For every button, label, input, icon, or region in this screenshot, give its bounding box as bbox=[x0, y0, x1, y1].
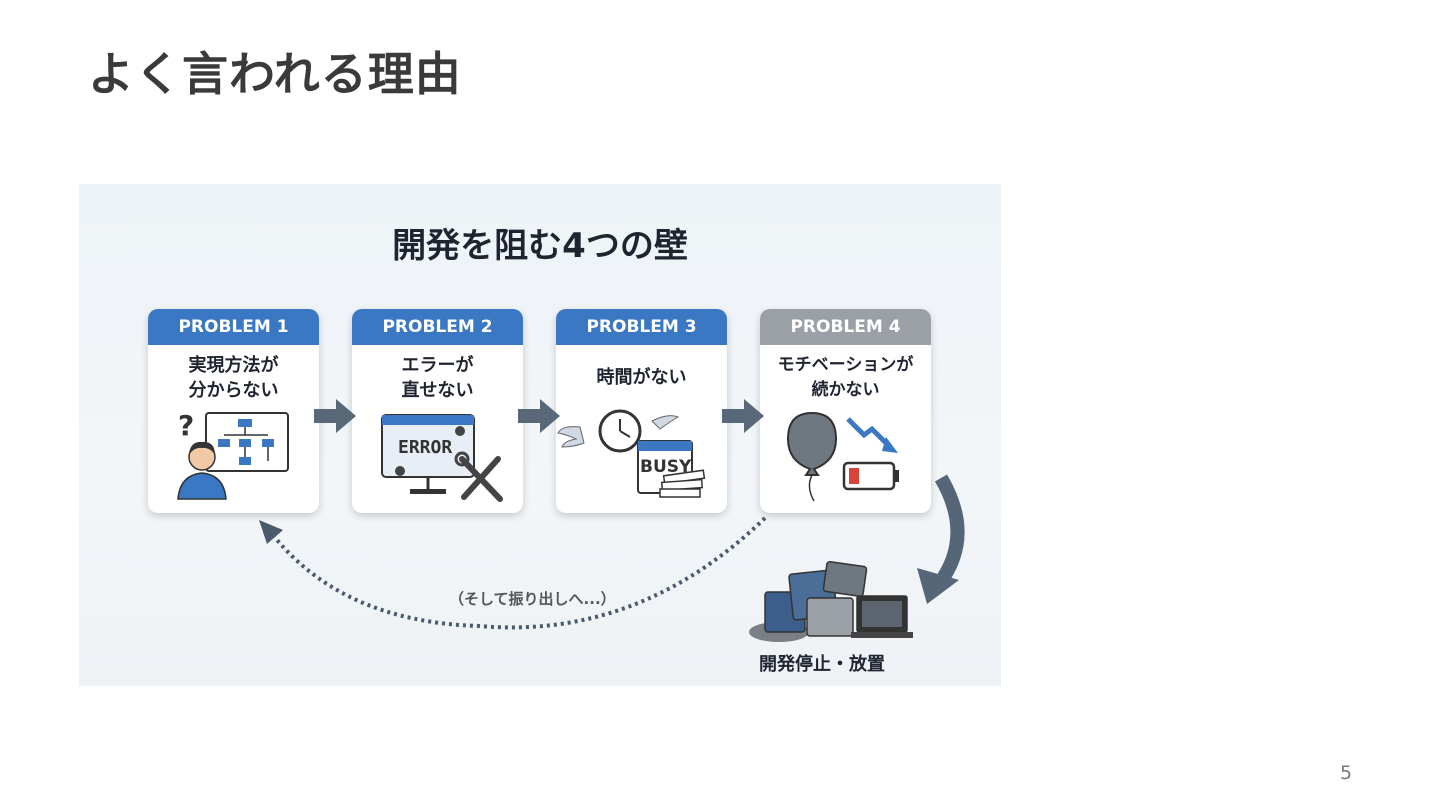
problem-1-label: PROBLEM 1 bbox=[148, 309, 319, 345]
problem-1-text: 実現方法が 分からない bbox=[188, 355, 279, 401]
problem-card-3: PROBLEM 3 時間がない BUSY bbox=[556, 309, 727, 513]
problem-2-label: PROBLEM 2 bbox=[352, 309, 523, 345]
problem-2-text: エラーが 直せない bbox=[401, 355, 474, 401]
svg-text:?: ? bbox=[178, 409, 194, 442]
problem-4-label: PROBLEM 4 bbox=[760, 309, 931, 345]
winged-clock-icon bbox=[557, 409, 706, 498]
busy-text: BUSY bbox=[640, 457, 692, 477]
error-text: ERROR bbox=[398, 437, 453, 458]
question-person-icon: ? bbox=[177, 409, 289, 500]
diagram-image: 開発を阻む4つの壁 PROBLEM 1 実現方法が 分からない ? PROBLE… bbox=[79, 184, 1001, 686]
arrow-1-to-2 bbox=[314, 399, 356, 433]
problem-card-2: PROBLEM 2 エラーが 直せない ERROR bbox=[352, 309, 523, 513]
problem-3-text: 時間がない bbox=[596, 367, 687, 388]
problem-4-text: モチベーションが 続かない bbox=[777, 355, 914, 400]
arrow-2-to-3 bbox=[518, 399, 560, 433]
balloon-battery-icon bbox=[786, 411, 899, 502]
loop-back-arrow bbox=[259, 474, 965, 642]
error-monitor-icon bbox=[381, 414, 503, 502]
diagram-title: 開発を阻む4つの壁 bbox=[392, 226, 688, 266]
abandon-caption: 開発停止・放置 bbox=[759, 654, 885, 675]
loop-caption: （そして振り出しへ...） bbox=[449, 590, 616, 608]
abandoned-devices-icon bbox=[749, 561, 913, 642]
problem-3-label: PROBLEM 3 bbox=[556, 309, 727, 345]
slide-title: よく言われる理由 bbox=[88, 47, 462, 101]
arrow-3-to-4 bbox=[722, 399, 764, 433]
page-number: 5 bbox=[1340, 762, 1353, 784]
problem-card-4: PROBLEM 4 モチベーションが 続かない bbox=[760, 309, 931, 513]
problem-card-1: PROBLEM 1 実現方法が 分からない ? bbox=[148, 309, 319, 513]
